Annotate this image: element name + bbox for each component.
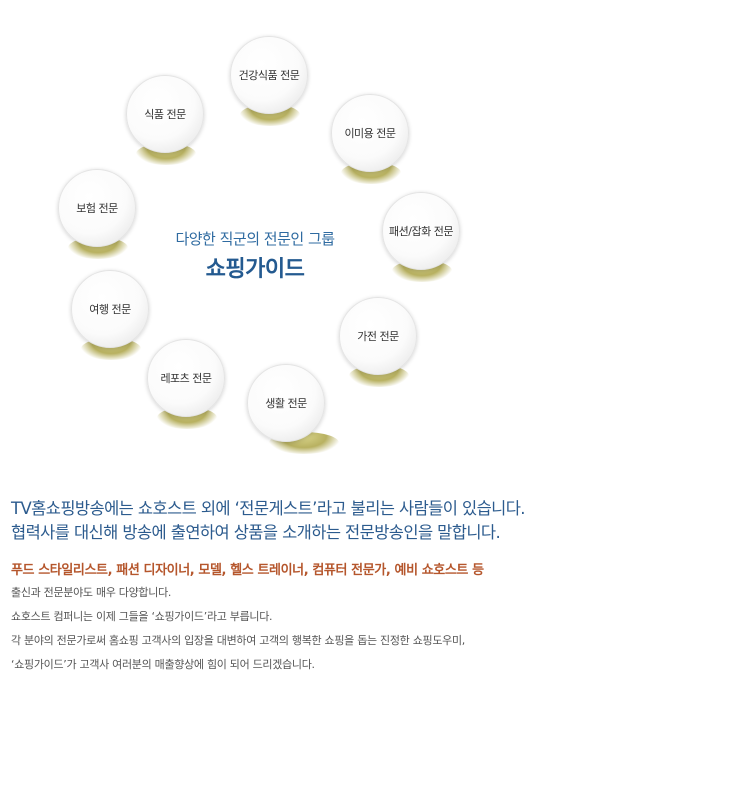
lead-line-2: 협력사를 대신해 방송에 출연하여 상품을 소개하는 전문방송인을 말합니다. (11, 523, 501, 542)
bubble-label: 보험 전문 (58, 169, 136, 247)
description-block: TV홈쇼핑방송에는 쇼호스트 외에 ‘전문게스트’라고 불리는 사람들이 있습니… (11, 497, 721, 673)
bubble-insurance: 보험 전문 (58, 169, 138, 265)
bubble-label: 패션/잡화 전문 (382, 192, 460, 270)
bubble-label: 건강식품 전문 (230, 36, 308, 114)
bubble-electronics: 가전 전문 (339, 297, 419, 393)
bubble-label: 생활 전문 (247, 364, 325, 442)
lead-line-1: TV홈쇼핑방송에는 쇼호스트 외에 ‘전문게스트’라고 불리는 사람들이 있습니… (11, 499, 526, 518)
center-subtitle: 쇼핑가이드 (205, 257, 305, 282)
body-line: 출신과 전문분야도 매우 다양합니다. (11, 586, 172, 599)
bubble-beauty: 이미용 전문 (331, 94, 411, 190)
bubble-food: 식품 전문 (126, 75, 206, 171)
center-title: 다양한 직군의 전문인 그룹 (175, 230, 335, 248)
bubble-label: 이미용 전문 (331, 94, 409, 172)
bubble-label: 레포츠 전문 (147, 339, 225, 417)
bubble-label: 여행 전문 (71, 270, 149, 348)
body-line: 쇼호스트 컴퍼니는 이제 그들을 ‘쇼핑가이드’라고 부릅니다. (11, 610, 273, 623)
body-line: ‘쇼핑가이드’가 고객사 여러분의 매출향상에 힘이 되어 드리겠습니다. (11, 658, 315, 671)
body-line: 각 분야의 전문가로써 홈쇼핑 고객사의 입장을 대변하여 고객의 행복한 쇼핑… (11, 634, 465, 647)
bubble-fashion: 패션/잡화 전문 (382, 192, 462, 288)
bubble-health-food: 건강식품 전문 (230, 36, 310, 132)
bubble-leisure-sports: 레포츠 전문 (147, 339, 227, 435)
bubble-label: 가전 전문 (339, 297, 417, 375)
bubble-living: 생활 전문 (247, 364, 339, 460)
expert-diagram: 건강식품 전문 식품 전문 이미용 전문 보험 전문 패션/잡화 전문 여행 전… (58, 36, 462, 460)
bubble-label: 식품 전문 (126, 75, 204, 153)
expert-types: 푸드 스타일리스트, 패션 디자이너, 모델, 헬스 트레이너, 컴퓨터 전문가… (11, 563, 484, 578)
bubble-travel: 여행 전문 (71, 270, 151, 366)
